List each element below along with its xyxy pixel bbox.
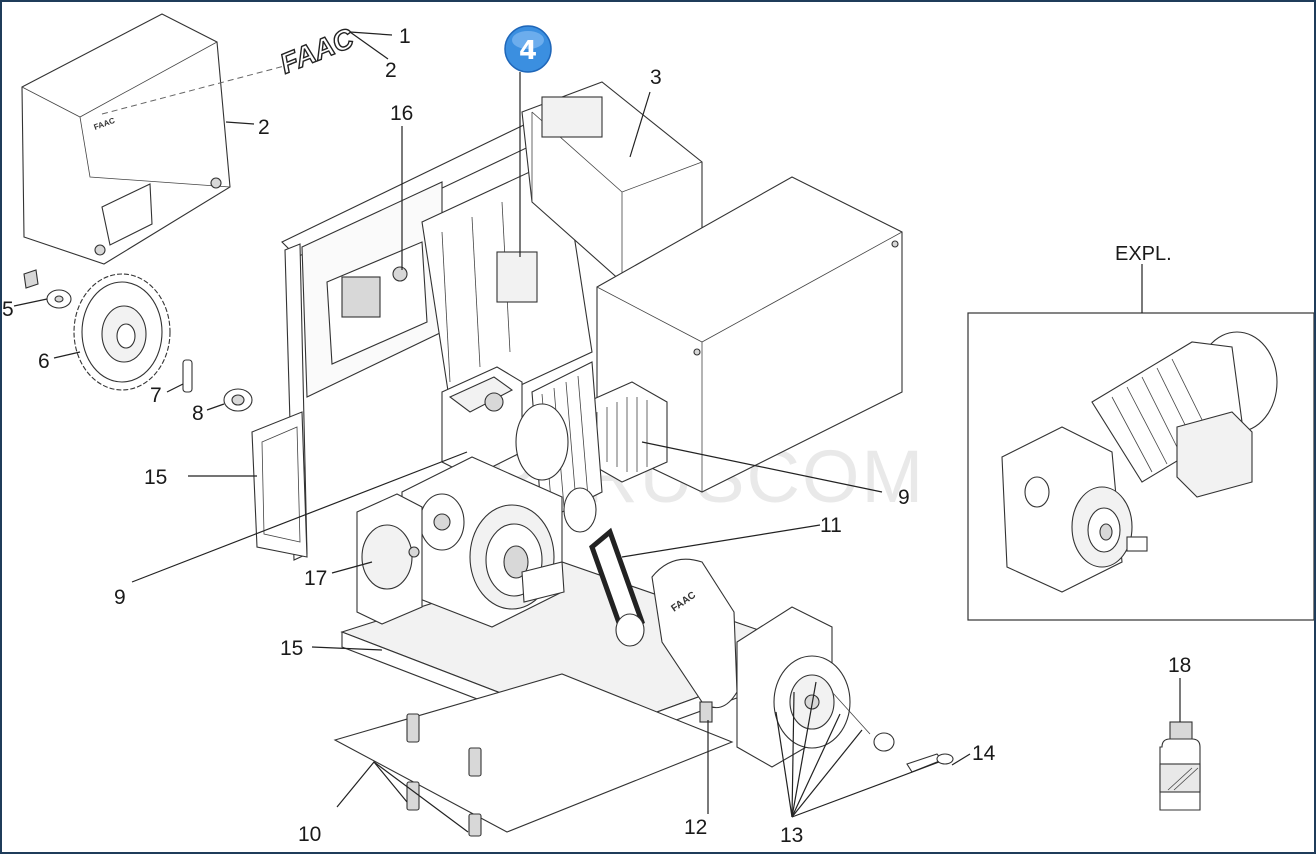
release-key (906, 753, 954, 773)
callout-17: 17 (304, 567, 327, 590)
highlight-badge: 4 (504, 25, 552, 73)
callout-1: 1 (399, 25, 411, 48)
pinion-gear (73, 273, 171, 391)
capacitor-bracket (586, 381, 668, 483)
washer-and-screw (23, 269, 72, 309)
badge-number: 4 (519, 36, 537, 66)
callout-2a: 2 (385, 59, 397, 82)
callout-7: 7 (150, 384, 162, 407)
callout-9a: 9 (114, 586, 126, 609)
callout-18: 18 (1168, 654, 1191, 677)
callout-5: 5 (2, 298, 14, 321)
leader-lines (13, 31, 1181, 833)
callout-6: 6 (38, 350, 50, 373)
electronic-board (326, 156, 593, 418)
callout-10: 10 (298, 823, 321, 846)
motor-pulley (563, 487, 597, 533)
callout-14: 14 (972, 742, 996, 765)
callout-8: 8 (192, 402, 204, 425)
drive-belt (589, 527, 645, 647)
reduction-gearbox (401, 456, 565, 628)
power-supply-box (521, 81, 703, 283)
limit-switch-unit (356, 493, 423, 625)
callout-9b: 9 (898, 486, 910, 509)
callout-11: 11 (820, 514, 842, 537)
key-pin (182, 359, 193, 393)
callout-16: 16 (390, 102, 413, 125)
callout-2b: 2 (258, 116, 270, 139)
inset-gearmotor (1001, 331, 1278, 593)
callout-13: 13 (780, 824, 803, 847)
faac-logo-badge: FAAC (276, 22, 359, 80)
electric-motor (441, 366, 569, 481)
callout-15a: 15 (144, 466, 167, 489)
callout-3: 3 (650, 66, 662, 89)
callout-15b: 15 (280, 637, 303, 660)
gearmotor-cover: FAAC (21, 13, 231, 265)
inset-label: EXPL. (1115, 243, 1172, 265)
electronics-enclosure (596, 176, 903, 493)
oil-bottle (1159, 721, 1201, 811)
callout-12: 12 (684, 816, 707, 839)
